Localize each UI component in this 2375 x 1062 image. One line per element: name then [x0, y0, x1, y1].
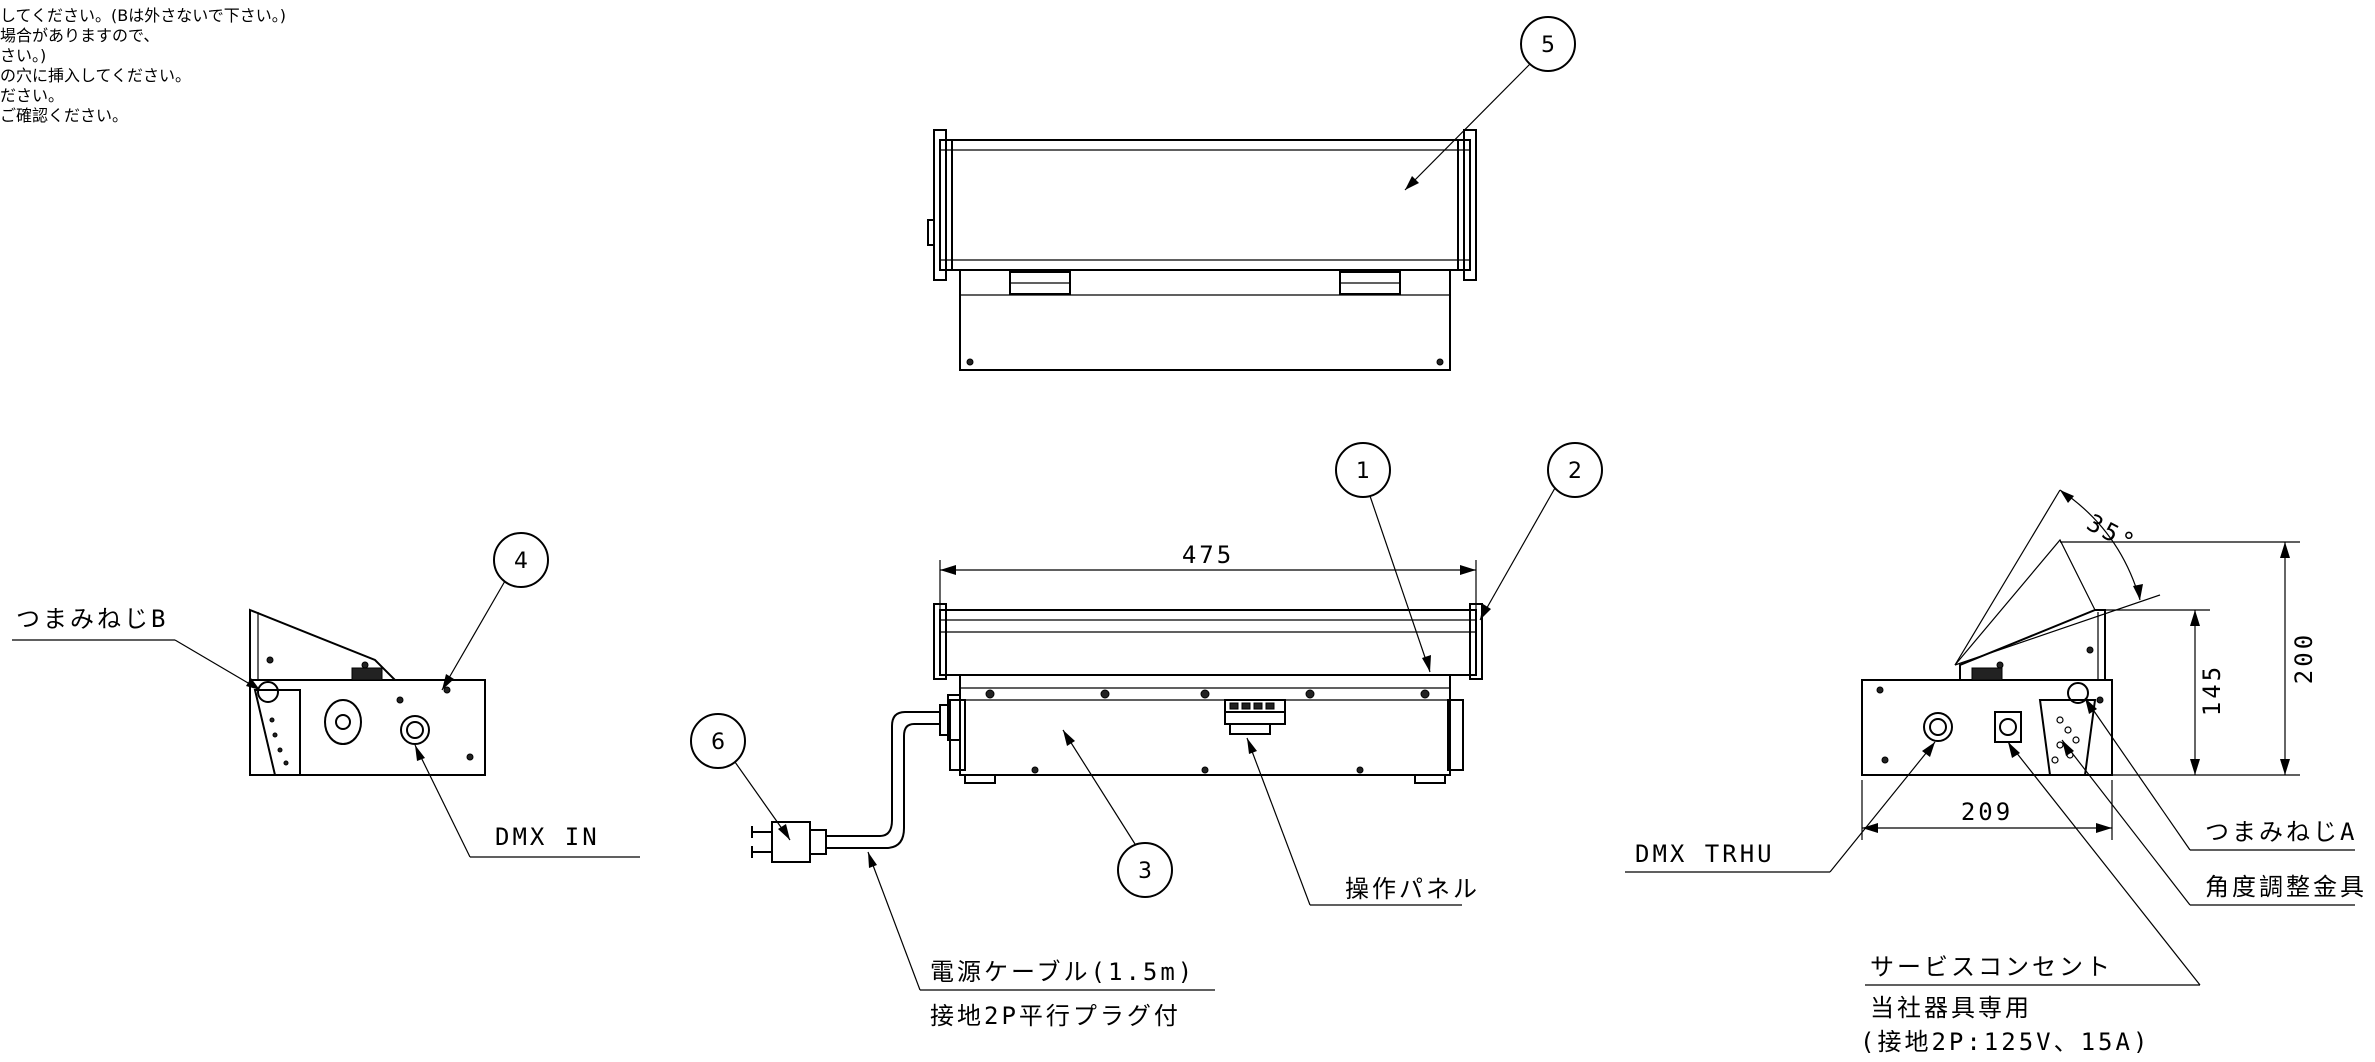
rating-label: (接地2P:125V、15A) — [1860, 1028, 2150, 1056]
dim-209: 209 — [1961, 798, 2013, 826]
dedicated-label: 当社器具専用 — [1870, 994, 2032, 1022]
dmx-in-label: DMX IN — [495, 823, 600, 851]
power-cable-leader: 電源ケーブル(1.5m) 接地2P平行プラグ付 — [867, 851, 1215, 1030]
left-side-view — [249, 608, 486, 776]
dim-475: 475 — [1182, 541, 1234, 569]
callout-6: 6 — [690, 713, 791, 841]
dim-145: 145 — [2198, 664, 2226, 716]
angle-bracket-label: 角度調整金具 — [2205, 873, 2367, 901]
note-line-3: さい。) — [0, 46, 46, 65]
tsumami-b-label: つまみねじB — [16, 605, 168, 633]
callout-5: 5 — [1404, 16, 1576, 191]
callout-3: 3 — [1062, 729, 1173, 898]
callout-4-label: 4 — [514, 549, 528, 574]
angle-bracket-leader: 角度調整金具 — [2061, 739, 2367, 906]
note-line-2: 場合がありますので、 — [0, 26, 159, 45]
right-side-view — [1861, 538, 2113, 776]
tsumami-a-label: つまみねじA — [2205, 818, 2357, 846]
operation-panel-label: 操作パネル — [1345, 875, 1480, 903]
callout-4: 4 — [441, 532, 549, 691]
height-dimensions: 145 200 — [2060, 541, 2318, 776]
callout-1: 1 — [1335, 442, 1431, 673]
callout-3-label: 3 — [1138, 859, 1152, 884]
power-cable-label: 電源ケーブル(1.5m) — [930, 958, 1195, 986]
angle-label: 35° — [2082, 509, 2141, 558]
callout-1-label: 1 — [1356, 459, 1370, 484]
dmx-thru-leader: DMX TRHU — [1625, 741, 1936, 873]
callout-5-label: 5 — [1541, 33, 1555, 58]
tsumami-b-leader: つまみねじB — [12, 605, 261, 691]
notes-block: してください。(Bは外さないで下さい。) 場合がありますので、 さい。) の穴に… — [0, 6, 286, 125]
width-209-dimension: 209 — [1861, 780, 2113, 840]
front-view: 475 — [933, 541, 1483, 784]
note-line-4: の穴に挿入してください。 — [0, 66, 191, 85]
dmx-in-leader: DMX IN — [414, 744, 640, 858]
plug-label: 接地2P平行プラグ付 — [930, 1002, 1181, 1030]
callout-2: 2 — [1479, 442, 1603, 621]
service-outlet-leader: サービスコンセント 当社器具専用 (接地2P:125V、15A) — [1860, 741, 2201, 1056]
power-cable — [751, 711, 940, 863]
top-view — [927, 129, 1477, 371]
service-outlet-label: サービスコンセント — [1870, 953, 2113, 981]
dmx-thru-label: DMX TRHU — [1635, 840, 1775, 868]
note-line-1: してください。(Bは外さないで下さい。) — [0, 6, 286, 25]
dim-200: 200 — [2290, 632, 2318, 684]
note-line-5: ださい。 — [0, 86, 64, 105]
callout-2-label: 2 — [1568, 459, 1582, 484]
callout-6-label: 6 — [711, 730, 725, 755]
note-line-6: ご確認ください。 — [0, 106, 128, 125]
tsumami-a-leader: つまみねじA — [2084, 697, 2357, 851]
operation-panel-leader: 操作パネル — [1246, 737, 1480, 906]
